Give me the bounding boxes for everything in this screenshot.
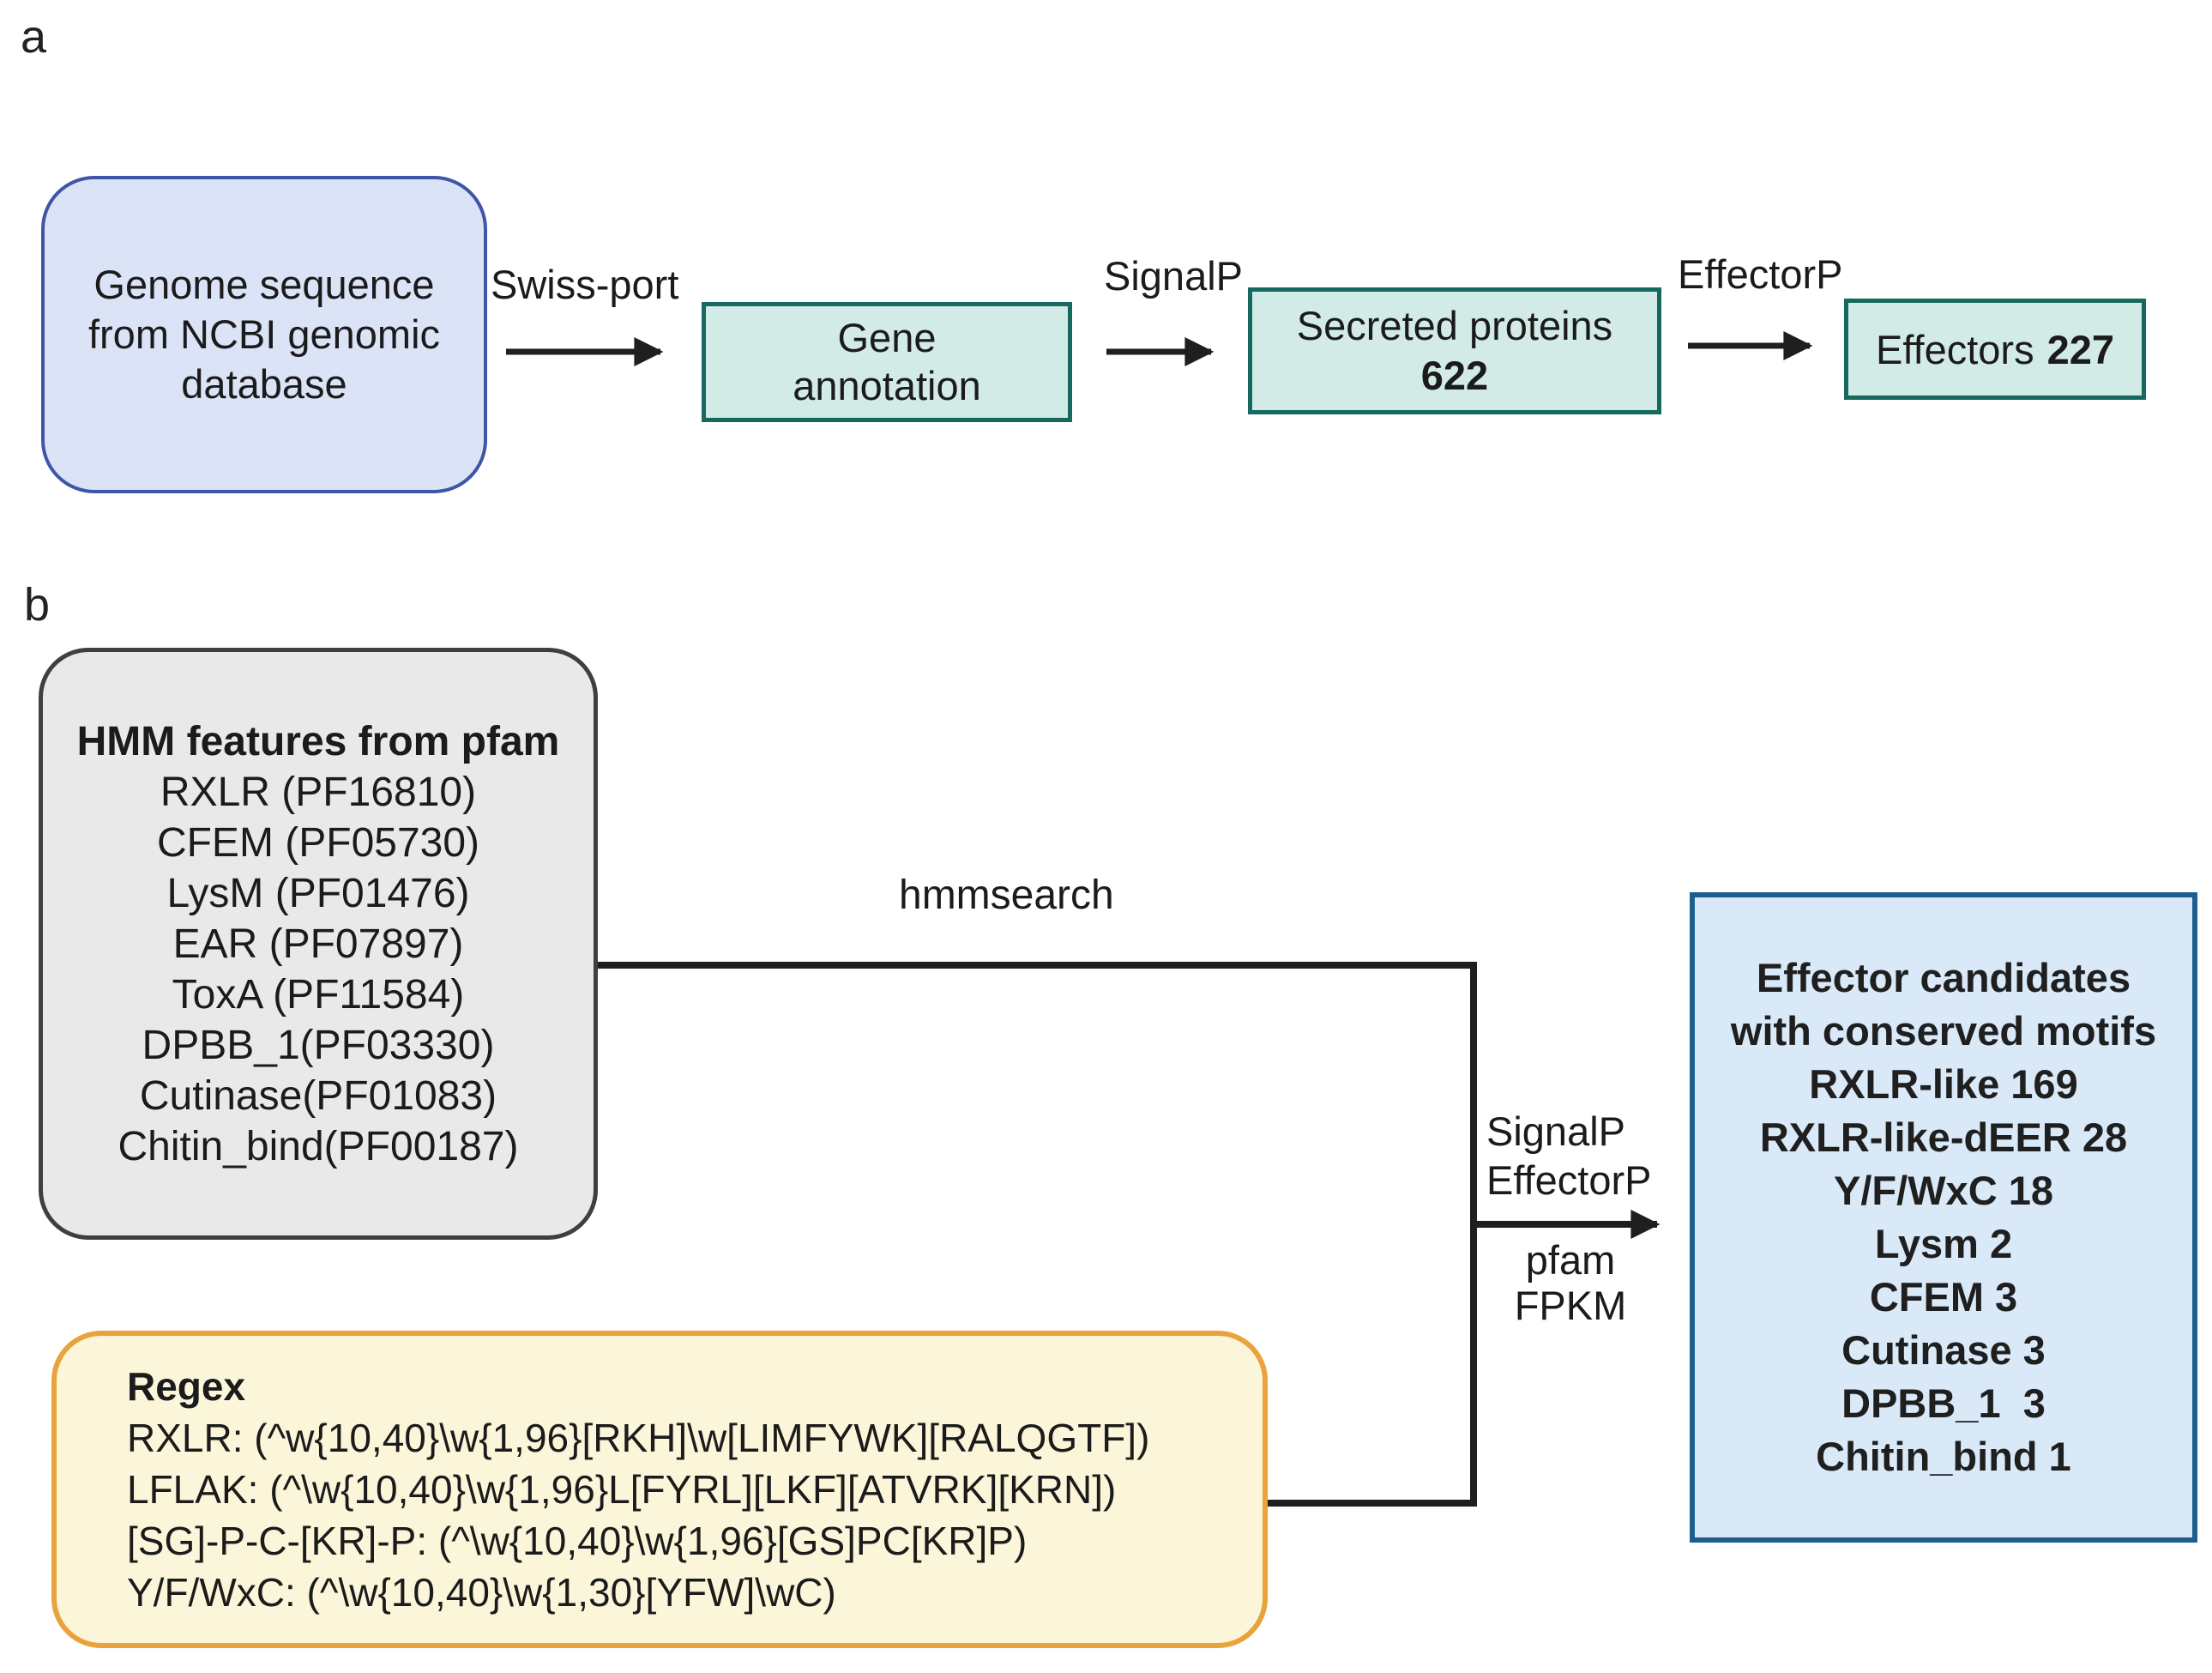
- hmm-features-title: HMM features from pfam: [76, 718, 560, 764]
- secreted-proteins-text: Secreted proteins: [1296, 303, 1613, 348]
- effectorp-label: EffectorP: [1678, 251, 1843, 297]
- hmm-features-box: HMM features from pfam RXLR (PF16810)CFE…: [39, 648, 598, 1240]
- effectors-count: 227: [2046, 326, 2115, 372]
- effectors-box: Effectors 227: [1844, 299, 2146, 400]
- regex-list: RXLR: (^w{10,40}\w{1,96}[RKH]\w[LIMFYWK]…: [127, 1416, 1150, 1615]
- swissport-label: Swiss-port: [491, 262, 679, 307]
- panel-b-label: b: [24, 579, 51, 631]
- regex-box: Regex RXLR: (^w{10,40}\w{1,96}[RKH]\w[LI…: [51, 1331, 1268, 1648]
- hmmsearch-label: hmmsearch: [899, 873, 1114, 918]
- secreted-proteins-box: Secreted proteins 622: [1248, 287, 1661, 414]
- hmmsearch-connector-line: [598, 962, 1477, 1507]
- signalp-label: SignalP: [1104, 253, 1243, 299]
- hmm-features-list: RXLR (PF16810)CFEM (PF05730)LysM (PF0147…: [118, 769, 519, 1169]
- panel-a-label: a: [21, 11, 47, 63]
- regex-title: Regex: [127, 1364, 246, 1409]
- secreted-proteins-count: 622: [1420, 353, 1489, 398]
- effectors-text: Effectors: [1875, 326, 2034, 372]
